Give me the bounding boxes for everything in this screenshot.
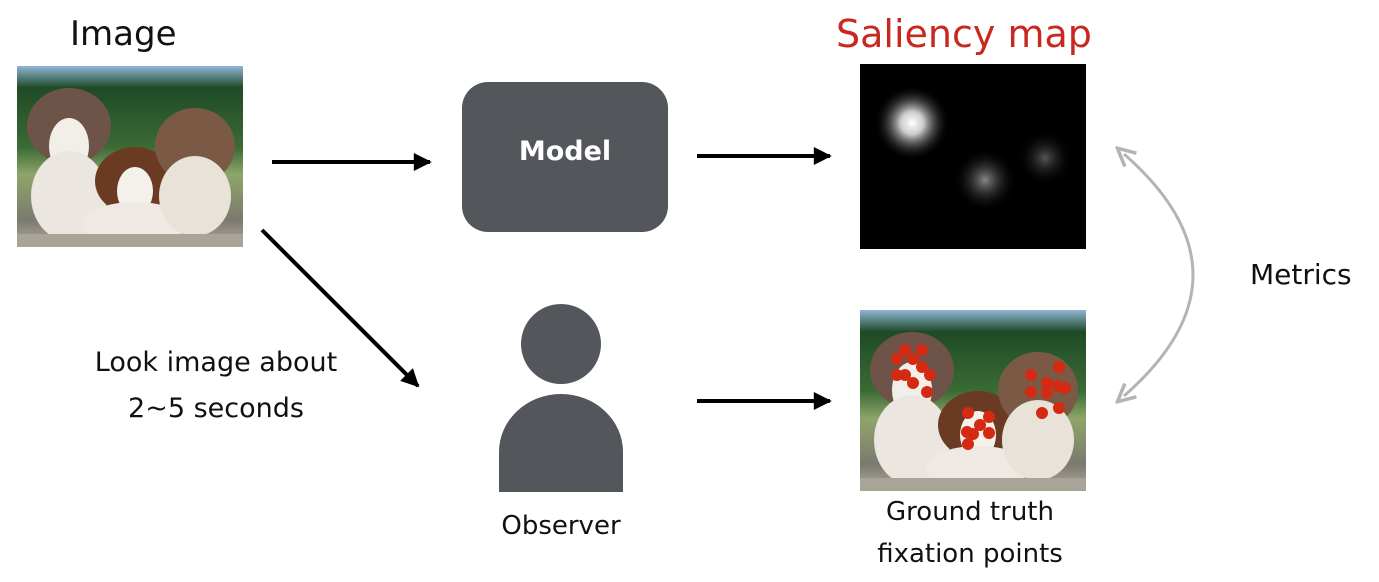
fixation-dot [921,386,933,398]
fixation-dot [974,419,986,431]
ground-truth-label-line1: Ground truth [886,497,1054,527]
fixation-dot [916,344,928,356]
arrow-image-to-observer [260,228,420,388]
observer-icon [499,304,623,492]
metrics-label: Metrics [1250,258,1352,291]
model-label: Model [518,135,612,167]
fixation-dot [891,353,903,365]
fixation-dot [1025,369,1037,381]
ground-truth-label-line2: fixation points [877,539,1063,569]
fixation-dot [1041,387,1053,399]
look-image-text-line2: 2~5 seconds [128,393,304,424]
fixation-dot [1041,377,1053,389]
fixation-dot [907,353,919,365]
fixation-dot [1053,361,1065,373]
fixation-dot [899,344,911,356]
image-title: Image [70,14,177,54]
fixation-dot [983,411,995,423]
look-image-text-line1: Look image about [94,347,338,378]
fixation-points [891,344,1071,450]
fixation-dot [1059,382,1071,394]
fixation-dot [962,407,974,419]
fixation-dot [916,361,928,373]
metrics-double-arrow [1124,154,1195,396]
fixation-dot [899,369,911,381]
fixation-dot [1025,386,1037,398]
ground-truth-image [860,310,1086,491]
fixation-dot [962,438,974,450]
observer-label: Observer [501,511,621,541]
model-box: Model [462,82,668,232]
fixation-dot [924,369,936,381]
fixation-dot [1036,407,1048,419]
input-image [17,66,243,247]
saliency-map-image [860,64,1086,249]
saliency-map-title: Saliency map [836,12,1092,56]
fixation-dot [907,377,919,389]
fixation-dot [983,427,995,439]
fixation-dot [967,428,979,440]
fixation-dot [1053,402,1065,414]
